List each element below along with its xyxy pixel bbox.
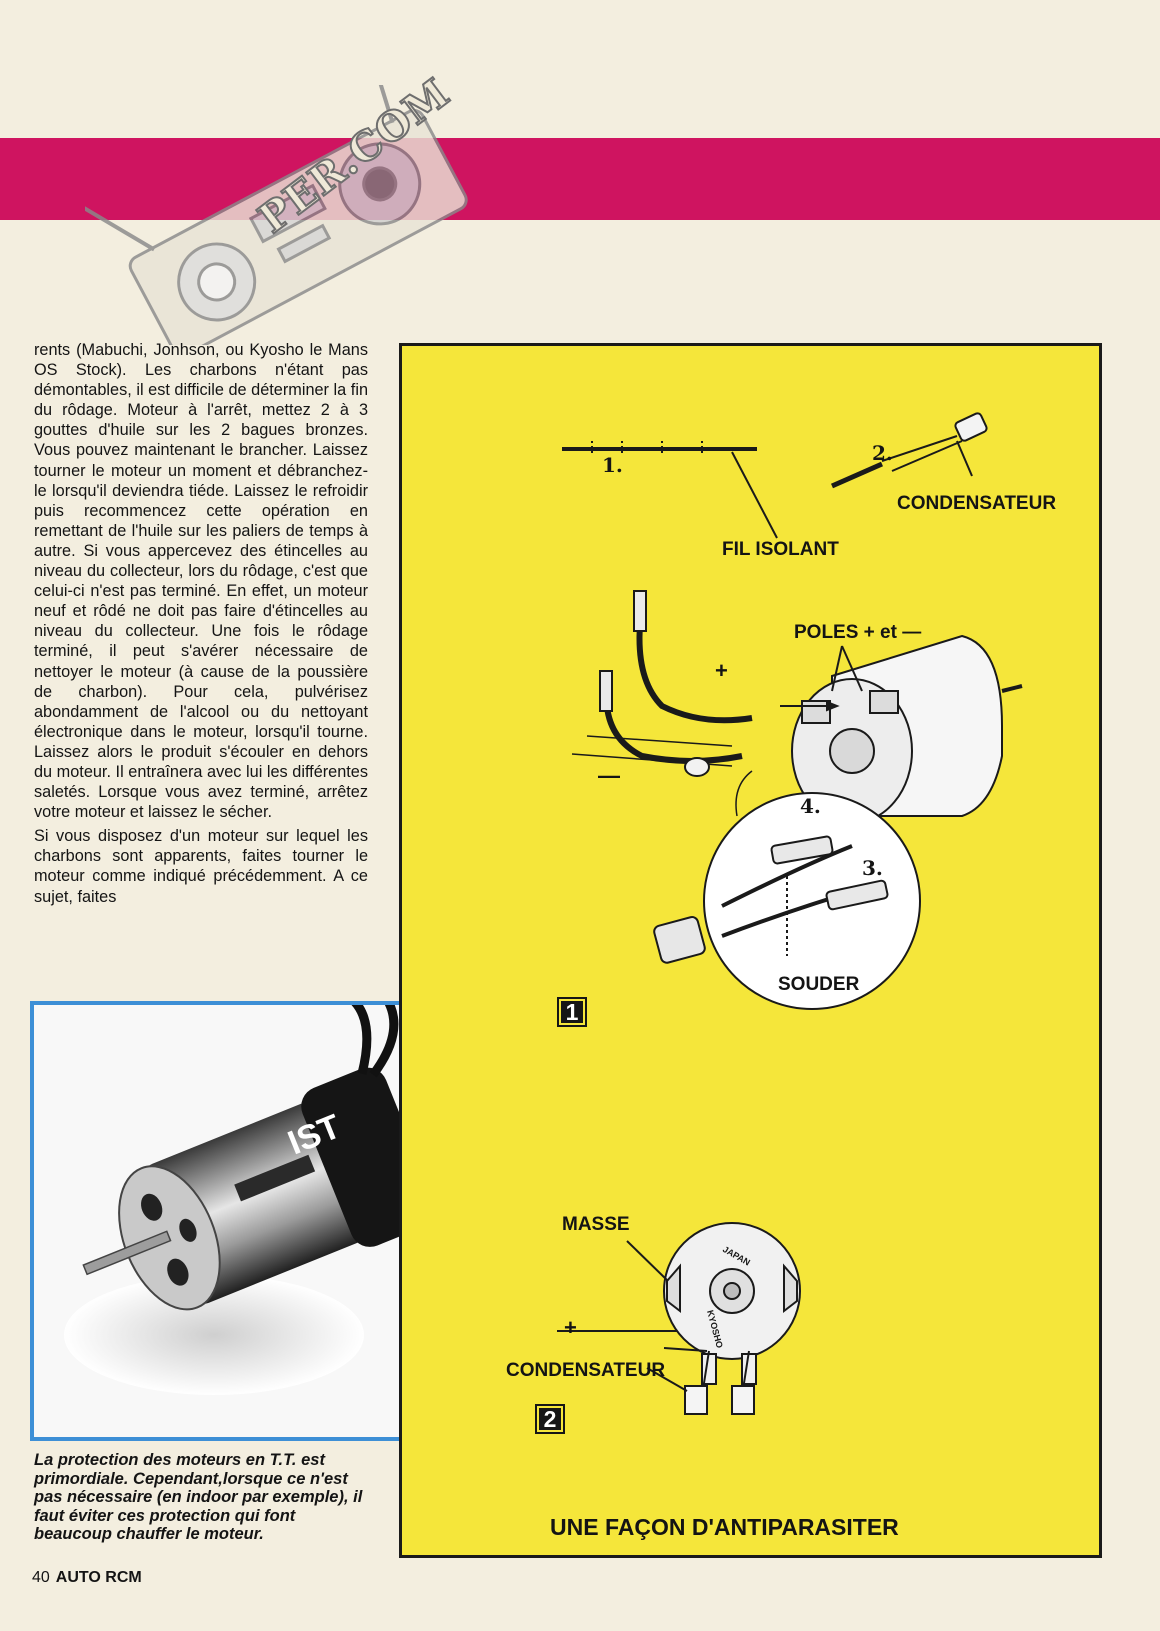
step-1-number: 1. — [602, 453, 623, 477]
fig2-condensateur-label: CONDENSATEUR — [506, 1360, 666, 1381]
page-footer: 40 AUTO RCM — [32, 1569, 142, 1587]
step-2-number: 2. — [872, 441, 893, 465]
masse-label: MASSE — [562, 1214, 630, 1235]
diagram-drawing: JAPAN KYOSHO — [557, 412, 1023, 1415]
page-number: 40 — [32, 1569, 50, 1586]
souder-label: SOUDER — [778, 974, 860, 995]
figure-1-badge: 1 — [557, 997, 587, 1027]
figure-2-badge: 2 — [535, 1404, 565, 1434]
header-band — [0, 138, 1160, 220]
magazine-name: AUTO RCM — [55, 1569, 142, 1586]
antiparasite-diagram: JAPAN KYOSHO 1. 2. 3. 4. FIL ISOLANT CON… — [399, 343, 1102, 1558]
condensateur-label: CONDENSATEUR — [897, 493, 1057, 514]
watermark-logo — [70, 71, 515, 357]
article-text: rents (Mabuchi, Jonhson, ou Kyosho le Ma… — [34, 340, 368, 911]
plus-terminal-label: + — [715, 658, 728, 683]
photo-caption: La protection des moteurs en T.T. est pr… — [34, 1451, 363, 1543]
step-4-number: 4. — [800, 794, 821, 818]
fil-isolant-label: FIL ISOLANT — [722, 539, 839, 560]
article-paragraph: Si vous disposez d'un moteur sur lequel … — [34, 827, 368, 906]
diagram-title: UNE FAÇON D'ANTIPARASITER — [550, 1514, 899, 1540]
article-paragraph: rents (Mabuchi, Jonhson, ou Kyosho le Ma… — [34, 341, 368, 822]
minus-terminal-label: — — [598, 763, 620, 788]
step-3-number: 3. — [862, 856, 883, 880]
fig2-plus-label: + — [564, 1315, 577, 1340]
poles-label: POLES + et — — [794, 622, 922, 643]
